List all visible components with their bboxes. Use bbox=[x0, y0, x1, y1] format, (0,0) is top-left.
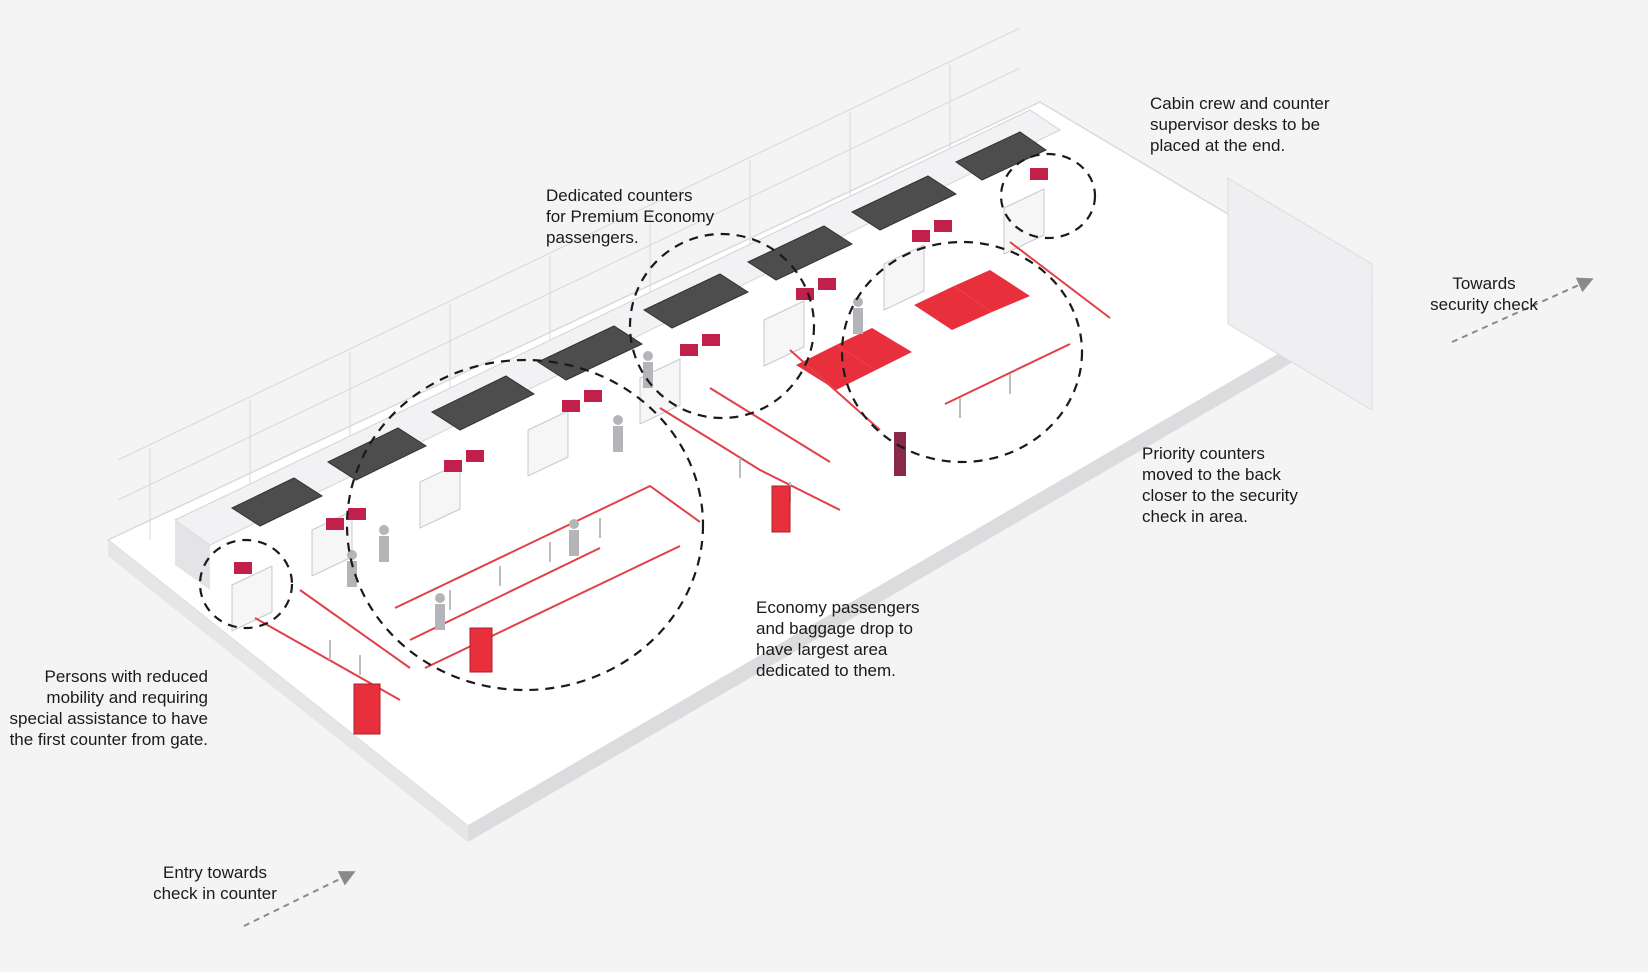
zone-circle-reduced-mobility bbox=[198, 538, 294, 630]
info-stand bbox=[894, 432, 906, 476]
check-in-counters bbox=[231, 168, 1048, 632]
check-in-counter bbox=[419, 450, 484, 529]
back-wall-grid bbox=[117, 27, 1021, 540]
conveyor-8 bbox=[955, 131, 1047, 181]
annotation-line: dedicated to them. bbox=[756, 661, 896, 680]
zone-circle-economy bbox=[345, 358, 705, 692]
queue-barrier bbox=[709, 387, 831, 463]
passenger-figure bbox=[569, 519, 579, 556]
annotation-line: Dedicated counters bbox=[546, 186, 693, 205]
annotation-premium-economy: Dedicated counters for Premium Economy p… bbox=[546, 185, 714, 248]
annotation-line: moved to the back bbox=[1142, 465, 1281, 484]
queue-barrier bbox=[944, 343, 1071, 405]
check-in-counter bbox=[311, 508, 366, 577]
annotation-line: closer to the security bbox=[1142, 486, 1298, 505]
queue-barrier bbox=[659, 407, 841, 511]
queue-posts bbox=[329, 374, 1011, 675]
red-floor-mat bbox=[954, 270, 1030, 312]
annotation-line: Towards bbox=[1452, 274, 1516, 293]
annotation-line: mobility and requiring bbox=[46, 688, 208, 707]
annotation-line: supervisor desks to be bbox=[1150, 115, 1321, 134]
annotation-line: have largest area bbox=[756, 640, 888, 659]
queue-barrier bbox=[424, 545, 681, 669]
passenger-figure bbox=[643, 351, 653, 388]
end-wall bbox=[1227, 177, 1373, 411]
annotation-line: Entry towards bbox=[163, 863, 267, 882]
check-in-counter bbox=[231, 562, 273, 632]
queue-barrier bbox=[1009, 241, 1111, 319]
annotation-line: placed at the end. bbox=[1150, 136, 1286, 155]
annotation-line: Economy passengers bbox=[756, 598, 920, 617]
annotation-line: special assistance to have bbox=[9, 709, 208, 728]
conveyor-7 bbox=[850, 175, 958, 231]
conveyor-1 bbox=[230, 477, 324, 527]
passenger-figures bbox=[347, 297, 863, 630]
annotation-line: check in area. bbox=[1142, 507, 1248, 526]
annotation-line: the first counter from gate. bbox=[9, 730, 208, 749]
annotation-cabin-crew: Cabin crew and counter supervisor desks … bbox=[1150, 93, 1330, 156]
annotation-line: Priority counters bbox=[1142, 444, 1265, 463]
passenger-figure bbox=[853, 297, 863, 334]
info-stand bbox=[771, 485, 791, 533]
check-in-counter bbox=[1003, 168, 1048, 255]
dashed-flow-arrow bbox=[243, 871, 356, 927]
conveyor-2 bbox=[326, 427, 428, 481]
annotation-line: check in counter bbox=[153, 884, 277, 903]
dashed-flow-arrow bbox=[1451, 277, 1594, 343]
passenger-figure bbox=[347, 550, 357, 587]
zone-circle-cabin-crew bbox=[999, 152, 1097, 240]
annotation-towards-security: Towards security check bbox=[1414, 273, 1554, 315]
info-stand bbox=[353, 683, 381, 735]
zone-circle-priority bbox=[840, 240, 1084, 464]
zone-circles bbox=[198, 152, 1097, 692]
passenger-figure bbox=[613, 415, 623, 452]
annotation-line: Cabin crew and counter bbox=[1150, 94, 1330, 113]
info-stands bbox=[353, 432, 906, 735]
zone-circle-premium bbox=[628, 232, 816, 420]
queue-barrier bbox=[299, 589, 411, 669]
check-in-counter bbox=[763, 278, 836, 367]
annotation-line: Persons with reduced bbox=[44, 667, 208, 686]
red-floor-mat bbox=[796, 345, 876, 390]
info-stand bbox=[469, 627, 493, 673]
conveyor-6 bbox=[746, 225, 854, 281]
flow-arrows bbox=[243, 277, 1594, 927]
annotation-priority: Priority counters moved to the back clos… bbox=[1142, 443, 1298, 527]
annotation-line: and baggage drop to bbox=[756, 619, 913, 638]
annotation-line: for Premium Economy bbox=[546, 207, 715, 226]
conveyor-3 bbox=[430, 375, 536, 431]
annotation-reduced-mobility: Persons with reduced mobility and requir… bbox=[0, 666, 208, 750]
conveyor-4 bbox=[536, 325, 644, 381]
passenger-figure bbox=[435, 593, 445, 630]
red-floor-mats bbox=[796, 270, 1030, 390]
check-in-counter bbox=[527, 390, 602, 477]
queue-barrier bbox=[394, 484, 701, 609]
annotation-line: passengers. bbox=[546, 228, 639, 247]
annotation-economy: Economy passengers and baggage drop to h… bbox=[756, 597, 919, 681]
conveyor-5 bbox=[642, 273, 750, 329]
baggage-conveyors bbox=[230, 131, 1047, 527]
passenger-figure bbox=[379, 525, 389, 562]
annotation-entry: Entry towards check in counter bbox=[130, 862, 300, 904]
annotation-line: security check bbox=[1430, 295, 1538, 314]
red-floor-mat bbox=[914, 286, 992, 330]
red-floor-mat bbox=[836, 328, 912, 370]
